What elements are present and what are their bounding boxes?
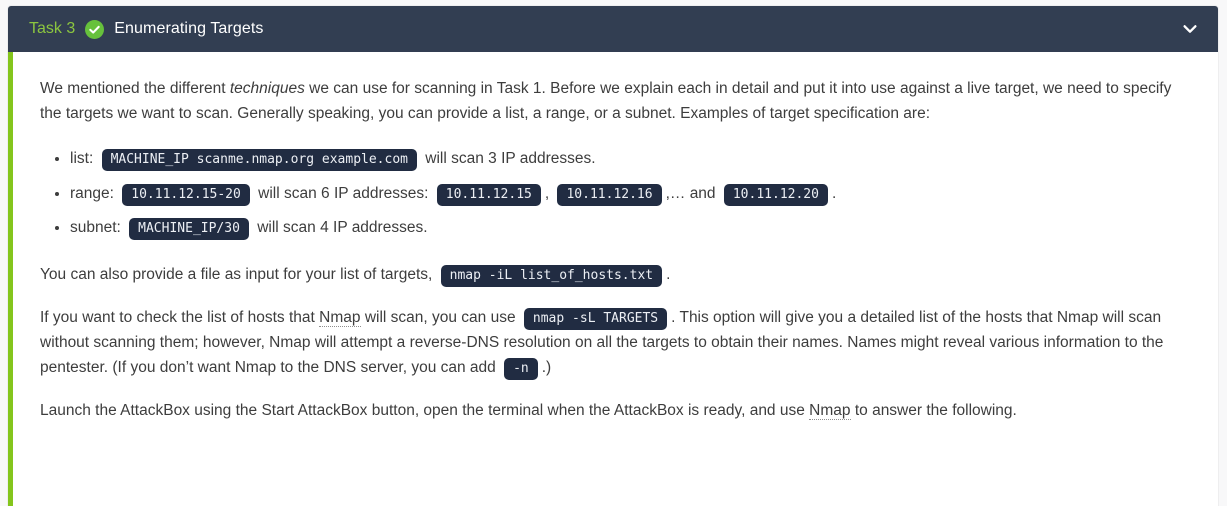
code-chip: nmap -iL list_of_hosts.txt bbox=[440, 264, 663, 287]
code-chip: 10.11.12.20 bbox=[723, 183, 828, 206]
text-run: , bbox=[544, 184, 554, 202]
text-run: ,… and bbox=[665, 184, 720, 202]
task-title: Enumerating Targets bbox=[114, 20, 264, 37]
dotted-term: Nmap bbox=[319, 308, 361, 327]
code-chip: MACHINE_IP scanme.nmap.org example.com bbox=[101, 149, 417, 172]
paragraph: You can also provide a file as input for… bbox=[40, 262, 1190, 287]
code-chip: nmap -sL TARGETS bbox=[523, 307, 668, 330]
check-circle-icon bbox=[85, 19, 105, 39]
text-run: will scan 3 IP addresses. bbox=[420, 150, 596, 168]
paragraph: Launch the AttackBox using the Start Att… bbox=[40, 398, 1190, 423]
text-run: . bbox=[831, 184, 837, 202]
text-run: .) bbox=[541, 358, 552, 376]
text-run: We mentioned the different bbox=[40, 80, 230, 97]
code-chip: 10.11.12.16 bbox=[557, 183, 662, 206]
text-run: will scan 4 IP addresses. bbox=[252, 219, 428, 237]
text-run: to answer the following. bbox=[850, 401, 1017, 419]
text-run: will scan, you can use bbox=[360, 308, 520, 326]
task-card: Task 3 Enumerating Targets We mentioned … bbox=[8, 6, 1218, 506]
paragraph: If you want to check the list of hosts t… bbox=[40, 305, 1190, 380]
text-run: . bbox=[666, 265, 671, 283]
task-header[interactable]: Task 3 Enumerating Targets bbox=[8, 6, 1218, 52]
code-chip: 10.11.12.15-20 bbox=[122, 183, 250, 206]
task-content: We mentioned the different techniques we… bbox=[8, 52, 1218, 506]
text-run: list: bbox=[70, 150, 98, 168]
text-run: will scan 6 IP addresses: bbox=[253, 184, 433, 202]
text-run: . This option will give you a detailed l… bbox=[40, 308, 1164, 376]
text-run: range: bbox=[70, 184, 119, 202]
task-number-label: Task 3 bbox=[29, 20, 76, 37]
italic-text: techniques bbox=[229, 80, 305, 97]
dotted-term: Nmap bbox=[809, 401, 851, 420]
code-chip: MACHINE_IP/30 bbox=[129, 218, 249, 241]
target-spec-list: list: MACHINE_IP scanme.nmap.org example… bbox=[40, 144, 1190, 242]
text-run: we can use for scanning in Task 1. Befor… bbox=[40, 80, 1172, 123]
code-chip: 10.11.12.15 bbox=[436, 183, 541, 206]
chevron-down-icon[interactable] bbox=[1180, 19, 1200, 39]
text-run: You can also provide a file as input for… bbox=[40, 265, 437, 283]
list-item: subnet: MACHINE_IP/30 will scan 4 IP add… bbox=[70, 213, 1190, 242]
code-chip: -n bbox=[504, 357, 538, 380]
text-run: If you want to check the list of hosts t… bbox=[40, 308, 320, 326]
list-item: range: 10.11.12.15-20 will scan 6 IP add… bbox=[70, 179, 1190, 208]
paragraph: We mentioned the different techniques we… bbox=[40, 76, 1190, 126]
text-run: Launch the AttackBox using the Start Att… bbox=[40, 401, 810, 419]
text-run: subnet: bbox=[70, 219, 126, 237]
list-item: list: MACHINE_IP scanme.nmap.org example… bbox=[70, 144, 1190, 173]
